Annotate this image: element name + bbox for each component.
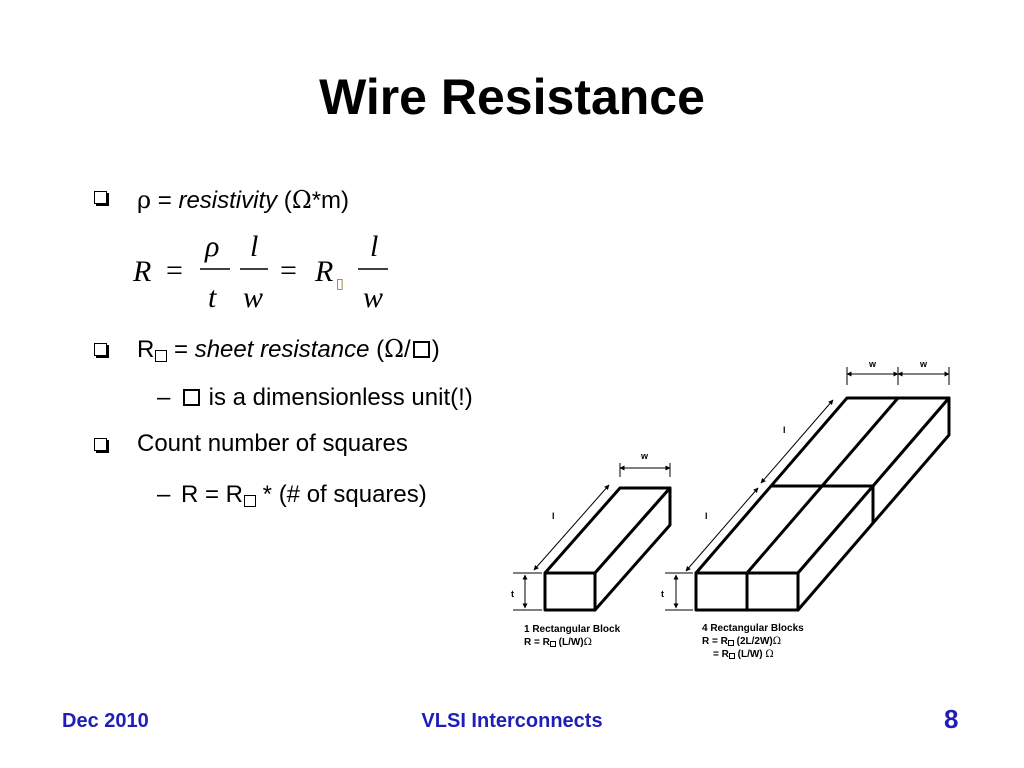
sub-bullet-dimensionless: – is a dimensionless unit(!) <box>157 384 473 411</box>
omega-symbol: Ω <box>384 335 405 363</box>
square-subscript-icon <box>244 495 257 507</box>
missing-glyph-box: ▯ <box>336 277 344 292</box>
sub-bullet-formula: –R = R * (# of squares) <box>157 481 427 508</box>
label-w-right: w <box>919 359 928 369</box>
formula-w: w <box>243 281 263 314</box>
footer-date: Dec 2010 <box>62 710 149 732</box>
term-sheet-resistance: sheet resistance <box>194 336 370 363</box>
label-w-left: w <box>868 359 877 369</box>
square-subscript-icon <box>549 641 556 647</box>
bullet-text: ρ = resistivity (Ω*m) <box>137 186 350 214</box>
checkbox-bullet-icon <box>94 438 107 451</box>
caption-four-blocks: 4 Rectangular Blocks R = R (2L/2W)Ω = R … <box>702 623 804 660</box>
svg-text:=: = <box>166 254 183 287</box>
formula-R: R <box>132 255 151 288</box>
square-symbol-icon <box>183 389 200 406</box>
four-blocks <box>694 396 951 612</box>
square-subscript-icon <box>155 350 168 362</box>
formula-w-2: w <box>363 281 383 314</box>
resistance-formula: R = ρ t l w = R ▯ l w <box>132 230 388 314</box>
label-l-upper: l <box>783 425 786 435</box>
label-l-single: l <box>552 511 555 521</box>
rho-symbol: ρ <box>137 186 152 214</box>
label-l-lower: l <box>705 511 708 521</box>
formula-rho: ρ <box>204 230 219 263</box>
footer-course: VLSI Interconnects <box>421 710 603 732</box>
svg-text:=: = <box>280 254 297 287</box>
label-t-four: t <box>661 589 664 599</box>
page-number: 8 <box>944 704 959 734</box>
checkbox-bullet-icon <box>94 191 107 204</box>
omega-symbol: Ω <box>291 186 312 214</box>
bullet-text: R = sheet resistance (Ω/) <box>137 335 440 363</box>
label-t-single: t <box>511 589 514 599</box>
formula-l: l <box>250 230 258 263</box>
formula-l-2: l <box>370 230 378 263</box>
square-subscript-icon <box>727 640 734 646</box>
checkbox-bullet-icon <box>94 343 107 356</box>
formula-t: t <box>208 281 217 314</box>
square-subscript-icon <box>728 653 735 659</box>
caption-single-block: 1 Rectangular Block R = R (L/W)Ω <box>524 624 621 648</box>
label-w-single: w <box>640 451 649 461</box>
square-symbol-icon <box>412 341 430 358</box>
formula-R-sheet: R <box>314 255 333 288</box>
single-block <box>543 486 672 612</box>
term-resistivity: resistivity <box>178 187 278 214</box>
rectangular-blocks-diagram: w l t w <box>511 359 951 612</box>
bullet-text: Count number of squares <box>137 430 408 457</box>
slide-title: Wire Resistance <box>319 69 705 125</box>
